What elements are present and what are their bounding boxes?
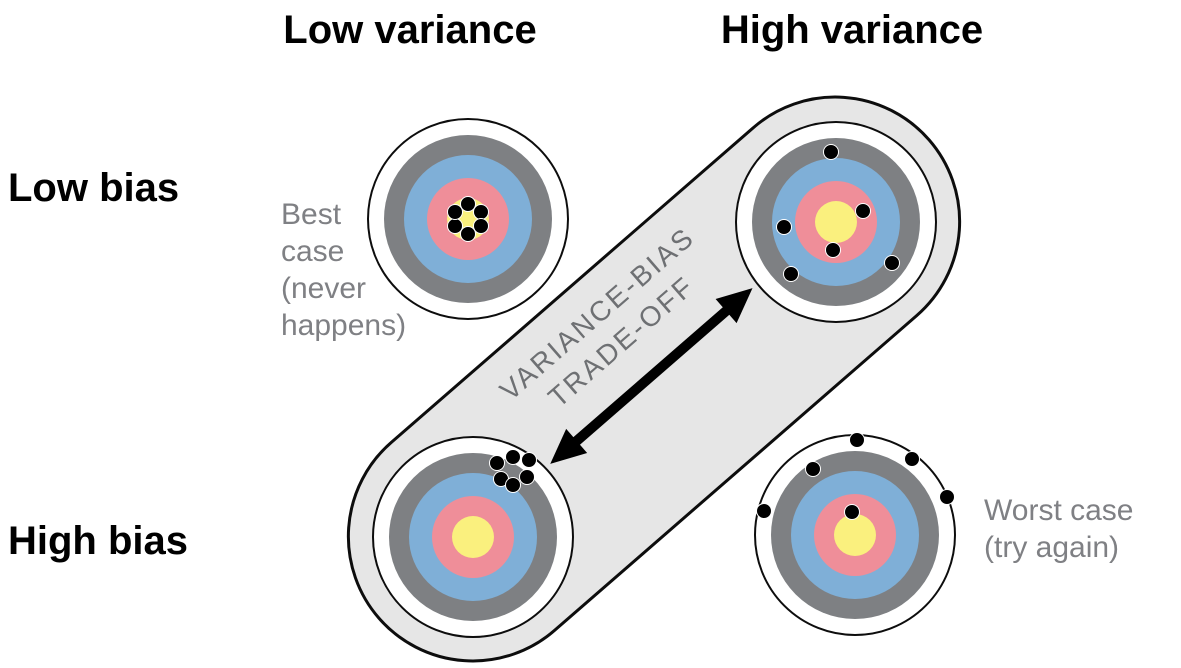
- tradeoff-band-content: VARIANCE-BIAS TRADE-OFF: [483, 211, 764, 477]
- worst-case-note: Worst case (try again): [984, 492, 1134, 566]
- row-header-high-bias: High bias: [8, 519, 189, 563]
- shot-dot: [805, 461, 821, 477]
- shot-dot: [519, 469, 535, 485]
- shot-dot: [473, 218, 489, 234]
- shot-dot: [783, 266, 799, 282]
- best-case-note-line4: happens): [281, 309, 407, 342]
- worst-case-note-line1: Worst case: [984, 494, 1134, 527]
- best-case-note-line1: Best: [281, 198, 342, 231]
- shot-dot: [844, 504, 860, 520]
- best-case-note-line3: (never: [281, 272, 367, 305]
- shot-dot: [460, 196, 476, 212]
- shot-dot: [825, 242, 841, 258]
- shot-dot: [849, 432, 865, 448]
- shot-dot: [855, 203, 871, 219]
- target-low-bias-high-variance-ring-yellow: [815, 201, 857, 243]
- column-header-high-variance: High variance: [720, 8, 984, 52]
- shot-dot: [904, 451, 920, 467]
- shot-dot: [776, 219, 792, 235]
- column-header-low-variance: Low variance: [283, 8, 537, 52]
- row-header-low-bias: Low bias: [8, 166, 180, 210]
- best-case-note: Best case (never happens): [281, 196, 406, 344]
- shot-dot: [460, 226, 476, 242]
- shot-dot: [823, 144, 839, 160]
- shot-dot: [505, 477, 521, 493]
- target-high-bias-low-variance-ring-yellow: [452, 516, 494, 558]
- shot-dot: [939, 489, 955, 505]
- shot-dot: [521, 452, 537, 468]
- tradeoff-band: VARIANCE-BIAS TRADE-OFF: [494, 221, 794, 512]
- worst-case-note-line2: (try again): [984, 531, 1120, 564]
- shot-dot: [505, 449, 521, 465]
- shot-dot: [884, 255, 900, 271]
- target-high-bias-high-variance-ring-yellow: [834, 514, 876, 556]
- double-arrow-icon: [550, 288, 753, 464]
- shot-dot: [447, 204, 463, 220]
- shot-dot: [447, 218, 463, 234]
- best-case-note-line2: case: [281, 235, 345, 268]
- shot-dot: [489, 455, 505, 471]
- shot-dot: [756, 503, 772, 519]
